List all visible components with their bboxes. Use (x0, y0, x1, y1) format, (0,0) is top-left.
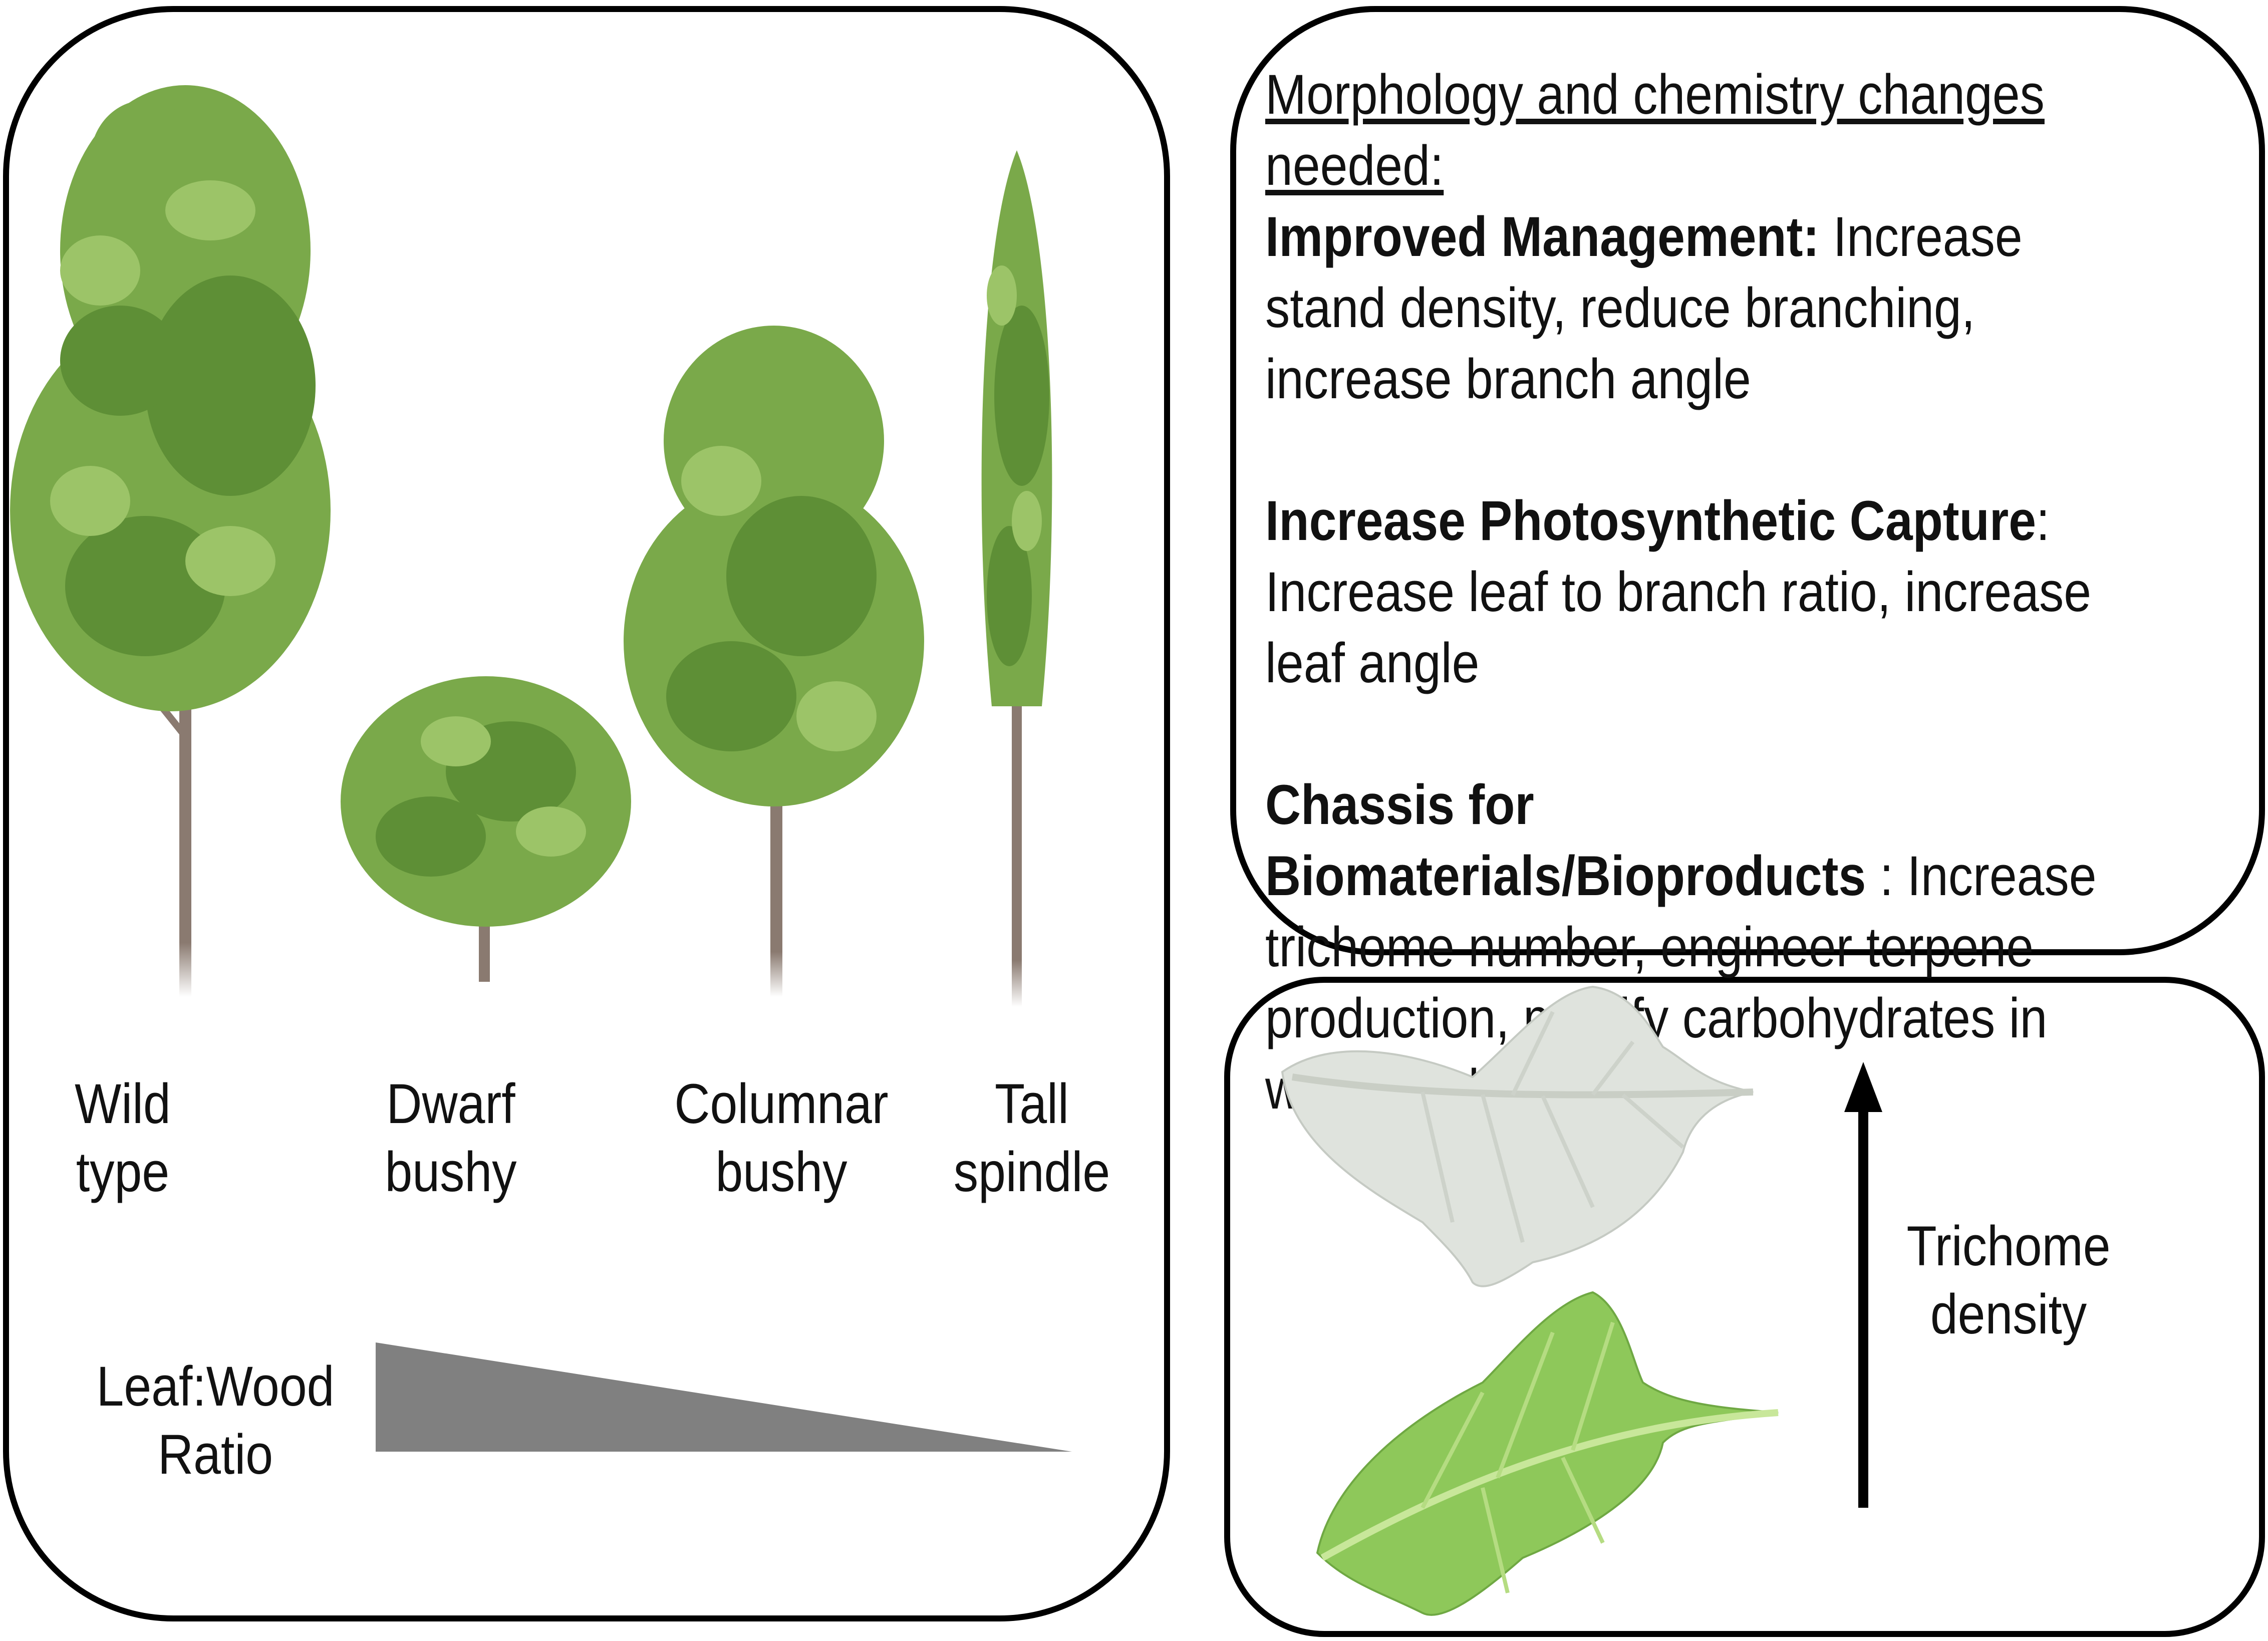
changes-heading: Morphology and chemistry changes needed: (1265, 63, 2045, 197)
green-leaf-image (1316, 1291, 1779, 1616)
hairy-leaf-image (1281, 985, 1754, 1287)
wild-type-tree (10, 85, 331, 997)
leaves-illustration (1281, 985, 1779, 1616)
changes-text: Morphology and chemistry changes needed:… (1265, 59, 2129, 1125)
columnar-bushy-tree (624, 326, 924, 997)
ratio-wedge-shape (376, 1342, 1072, 1452)
change-item-photosynthesis: Increase Photosynthetic Capture: Increas… (1265, 489, 2092, 694)
change-item-management: Improved Management: Increase stand dens… (1265, 205, 2023, 410)
dwarf-bushy-tree (341, 676, 631, 982)
up-arrow-icon (1844, 1062, 1882, 1508)
tall-spindle-tree (981, 150, 1052, 1007)
leaf-wood-ratio-wedge (376, 1342, 1072, 1452)
changes-needed-panel (1230, 6, 2265, 955)
